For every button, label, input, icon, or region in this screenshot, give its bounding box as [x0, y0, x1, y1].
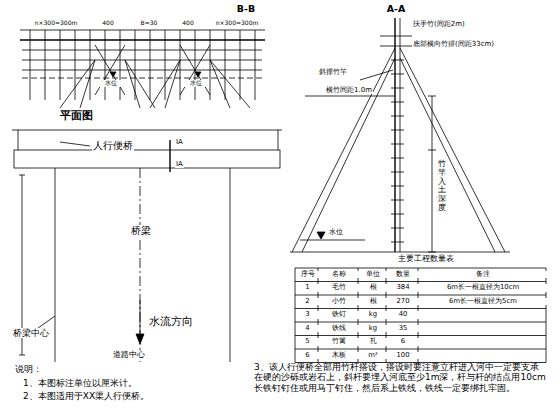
note-text: 1、本图标注单位以厘米计。: [22, 378, 138, 388]
label: 底部横向竹排(间距33cm): [412, 40, 495, 48]
label: 400: [172, 20, 204, 27]
table-cell: 根: [359, 298, 387, 306]
table-cell: 2: [296, 298, 319, 306]
label: 扶手竹(间距2m): [412, 20, 466, 28]
table-cell: 100: [387, 352, 419, 360]
label: 水位: [98, 80, 124, 87]
table-cell: 根: [359, 284, 387, 292]
table-header: 备注: [419, 271, 547, 279]
label: 桥梁中心: [12, 328, 50, 338]
table-cell: 3: [296, 311, 319, 319]
table-cell: 竹篱: [319, 338, 359, 346]
label: 横竹间距1.0m: [325, 86, 373, 94]
note-text: 说明：: [14, 364, 43, 374]
table-cell: 扎: [359, 338, 387, 346]
table-cell: 铁钉: [319, 311, 359, 319]
label: n×300=300m: [24, 20, 88, 27]
table-cell: 木板: [319, 352, 359, 360]
table-header: 名称: [319, 271, 359, 279]
label: IA: [175, 160, 184, 168]
label: n×300=300m: [205, 20, 269, 27]
label: 水位: [183, 80, 209, 87]
table-cell: 6: [387, 338, 419, 346]
table-cell: 4: [296, 325, 319, 333]
table-cell: kg: [359, 311, 387, 319]
table-cell: 384: [387, 284, 419, 292]
table-header: 序号: [296, 271, 319, 279]
table-cell: 6m长一根直径为10cm: [419, 284, 547, 292]
table-cell: 40: [387, 311, 419, 319]
table-cell: 铁线: [319, 325, 359, 333]
table-cell: m²: [359, 352, 387, 360]
label: 桥梁: [105, 225, 177, 237]
table-cell: 毛竹: [319, 284, 359, 292]
table-header: 单位: [359, 271, 387, 279]
table-cell: 1: [296, 284, 319, 292]
table-header: 数量: [387, 271, 419, 279]
table-cell: 6: [296, 352, 319, 360]
table-title: 主要工程数量表: [365, 255, 487, 264]
table-cell: 6m长一根直径为5cm: [419, 298, 547, 306]
note-text: 2、本图适用于XX渠人行便桥。: [22, 391, 150, 401]
label: 水流方向: [148, 316, 194, 329]
label: 400: [92, 20, 124, 27]
table-cell: kg: [359, 325, 387, 333]
view-title: B-B: [225, 4, 267, 15]
table-cell: 5: [296, 338, 319, 346]
note-text: 3、该人行便桥全部用竹杆搭设，搭设时要注意立杆进入河中一定要支承在硬的沙砾或岩石…: [254, 362, 546, 393]
view-title: 平面图: [45, 110, 107, 123]
view-title: A-A: [375, 4, 417, 15]
label: IA: [175, 138, 184, 146]
label: B=30: [128, 20, 170, 27]
table-cell: 270: [387, 298, 419, 306]
label: 斜撑竹竿: [318, 68, 348, 76]
label: 竹竿入土深度: [437, 160, 447, 213]
table-cell: 小竹: [319, 298, 359, 306]
label: 人行便桥: [92, 140, 134, 152]
table-cell: 35: [387, 325, 419, 333]
label: 道路中心: [112, 350, 146, 359]
label: 水位: [328, 228, 344, 236]
